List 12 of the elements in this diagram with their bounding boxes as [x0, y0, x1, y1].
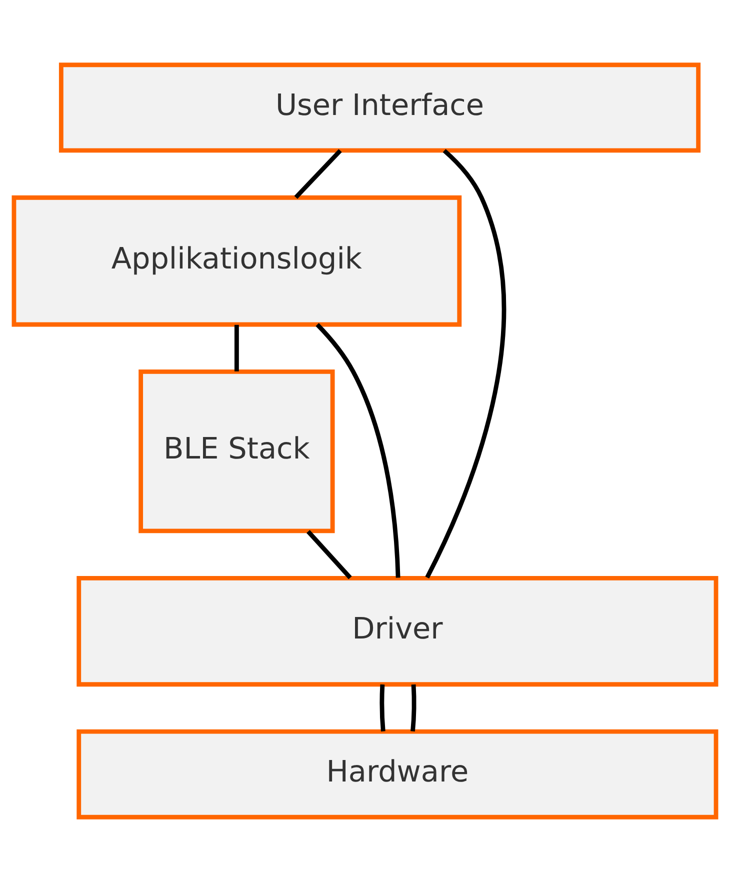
- connector: [294, 149, 342, 199]
- node-box: Driver: [76, 576, 718, 687]
- connector: [380, 684, 386, 732]
- connector: [306, 530, 352, 580]
- connector: [316, 323, 400, 578]
- node-box: Applikationslogik: [12, 195, 462, 327]
- node-box: Hardware: [76, 729, 718, 820]
- connector: [234, 324, 239, 372]
- node-box: User Interface: [58, 62, 701, 153]
- connector: [410, 684, 416, 732]
- node-box: BLE Stack: [138, 369, 335, 534]
- connector: [425, 148, 506, 578]
